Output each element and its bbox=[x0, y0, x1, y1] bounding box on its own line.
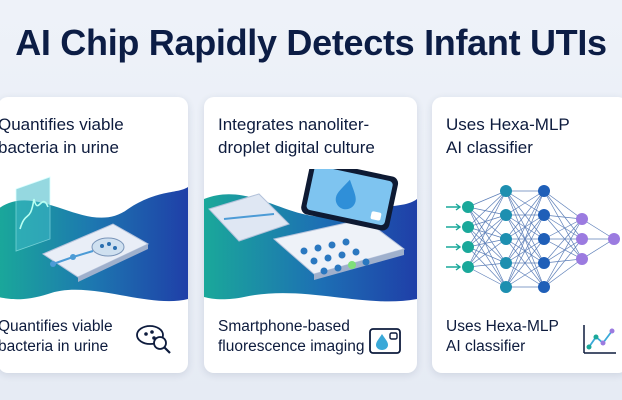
network-edge bbox=[505, 262, 545, 288]
network-edge bbox=[543, 238, 583, 288]
network-node bbox=[538, 185, 550, 197]
network-edge bbox=[543, 190, 583, 220]
network-node bbox=[462, 261, 474, 273]
network-edge bbox=[467, 190, 507, 208]
network-edge bbox=[543, 214, 583, 220]
network-edge bbox=[467, 206, 507, 264]
card-footer-text: Quantifies viable bacteria in urine bbox=[0, 318, 113, 355]
network-edge bbox=[505, 190, 545, 288]
network-edge bbox=[467, 214, 507, 228]
network-edge bbox=[467, 190, 507, 248]
input-arrow-icon bbox=[446, 203, 462, 211]
network-edge bbox=[543, 258, 583, 288]
network-edge bbox=[505, 238, 545, 288]
network-node bbox=[576, 253, 588, 265]
network-edge bbox=[581, 218, 615, 240]
network-edge bbox=[543, 218, 583, 240]
input-arrow-icon bbox=[446, 223, 462, 231]
network-node bbox=[576, 233, 588, 245]
network-edge bbox=[543, 238, 583, 264]
input-arrow-icon bbox=[446, 263, 462, 271]
phone-camera-icon bbox=[369, 328, 401, 354]
network-edge bbox=[467, 238, 507, 268]
microfluidic-chip-illustration bbox=[0, 176, 188, 302]
network-node bbox=[576, 213, 588, 225]
network-edge bbox=[467, 190, 507, 268]
network-node bbox=[500, 257, 512, 269]
card-heading: Uses Hexa-MLP AI classifier bbox=[446, 115, 570, 157]
network-node bbox=[538, 281, 550, 293]
network-edge bbox=[543, 214, 583, 240]
card-footer-text: Smartphone-based fluorescence imaging bbox=[218, 318, 365, 355]
network-edge bbox=[467, 206, 507, 240]
network-edge bbox=[467, 214, 507, 268]
network-edge bbox=[543, 218, 583, 288]
network-node bbox=[462, 221, 474, 233]
network-node bbox=[538, 257, 550, 269]
network-edge bbox=[543, 190, 583, 260]
network-edge bbox=[467, 246, 507, 264]
network-edge bbox=[467, 206, 507, 288]
neural-graph-icon bbox=[583, 325, 616, 354]
neural-network-illustration bbox=[446, 185, 620, 293]
network-edge bbox=[543, 258, 583, 264]
petri-dish-magnifier-icon bbox=[136, 325, 171, 354]
network-edge bbox=[543, 218, 583, 264]
network-edge bbox=[505, 190, 545, 240]
network-edge bbox=[467, 262, 507, 268]
network-node bbox=[500, 281, 512, 293]
card-heading: Quantifies viable bacteria in urine bbox=[0, 115, 124, 157]
network-edge bbox=[467, 190, 507, 228]
network-edge bbox=[543, 238, 583, 260]
network-edge bbox=[467, 226, 507, 264]
network-edge bbox=[543, 214, 583, 260]
network-node bbox=[500, 185, 512, 197]
network-node bbox=[538, 209, 550, 221]
card-hexa-mlp: Uses Hexa-MLP AI classifier Uses Hexa-ML… bbox=[432, 97, 622, 373]
network-node bbox=[608, 233, 620, 245]
network-edge bbox=[467, 266, 507, 288]
network-node bbox=[462, 241, 474, 253]
network-edge bbox=[505, 190, 545, 216]
network-node bbox=[538, 233, 550, 245]
network-edge bbox=[467, 214, 507, 248]
card-droplet-culture: Integrates nanoliter- droplet digital cu… bbox=[204, 97, 417, 373]
input-arrow-icon bbox=[446, 243, 462, 251]
card-quantify-bacteria: Quantifies viable bacteria in urine Quan… bbox=[0, 97, 188, 373]
page-title: AI Chip Rapidly Detects Infant UTIs bbox=[15, 22, 607, 63]
network-edge bbox=[505, 190, 545, 264]
network-node bbox=[500, 209, 512, 221]
network-edge bbox=[467, 226, 507, 288]
network-edge bbox=[581, 238, 615, 260]
network-edge bbox=[467, 206, 507, 216]
network-node bbox=[500, 233, 512, 245]
network-node bbox=[462, 201, 474, 213]
network-edge bbox=[467, 226, 507, 240]
network-edge bbox=[505, 214, 545, 288]
card-heading: Integrates nanoliter- droplet digital cu… bbox=[218, 115, 375, 157]
droplet-chip-phone-illustration bbox=[204, 169, 417, 302]
network-edge bbox=[467, 238, 507, 248]
card-footer-text: Uses Hexa-MLP AI classifier bbox=[446, 318, 559, 355]
